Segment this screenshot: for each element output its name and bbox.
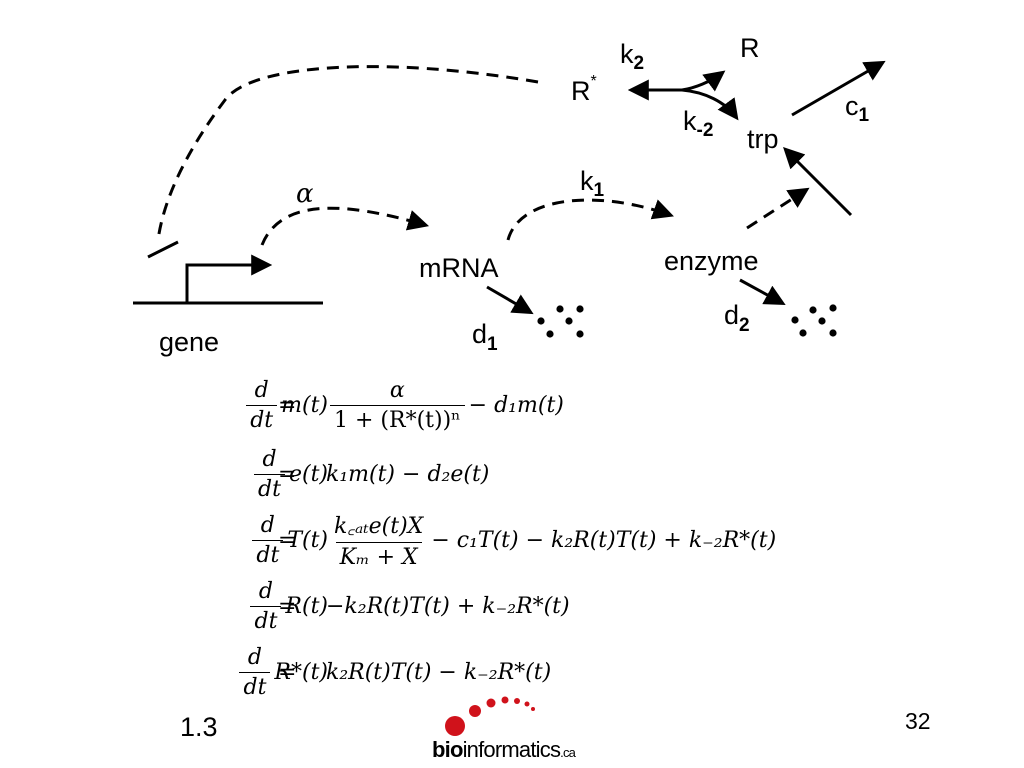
mrna-label: mRNA xyxy=(419,253,499,283)
page-number: 32 xyxy=(905,708,931,734)
enzyme-degradation-dots xyxy=(791,304,837,337)
alpha-label: α xyxy=(296,179,314,209)
mrna-degradation-dots xyxy=(537,305,584,338)
catalysis-arrow xyxy=(746,187,810,230)
binding-arrow-km2 xyxy=(681,88,739,121)
d2-label: d2 xyxy=(724,300,750,336)
repression-line xyxy=(156,65,539,241)
r-star-label: R* xyxy=(571,73,597,106)
binding-arrow-k2 xyxy=(681,70,726,92)
transcription-arrow xyxy=(260,206,430,246)
enzyme-label: enzyme xyxy=(664,246,759,276)
logo-wordmark: bioinformatics.ca xyxy=(432,737,576,762)
k-minus2-label: k-2 xyxy=(683,106,713,141)
d1-label: d1 xyxy=(472,319,498,355)
trp-label: trp xyxy=(747,124,779,154)
enzyme-degradation-arrow xyxy=(739,278,786,306)
bioinformatics-logo-icon xyxy=(445,696,535,736)
section-label: 1.3 xyxy=(180,712,218,742)
k2-label: k2 xyxy=(620,39,644,74)
promoter-arrow xyxy=(185,254,273,303)
r-label: R xyxy=(740,33,760,63)
trp-operon-diagram: α k1 d1 d2 c1 k2 k-2 gene mRNA enzyme tr… xyxy=(133,33,886,357)
c1-label: c1 xyxy=(845,91,870,126)
repression-bar xyxy=(147,240,179,259)
mrna-degradation-arrow xyxy=(486,285,534,315)
gene-label: gene xyxy=(159,327,219,357)
k1-label: k1 xyxy=(580,166,605,201)
trp-synthesis-arrow xyxy=(783,147,853,217)
trp-consumption-arrow xyxy=(791,60,886,117)
translation-arrow xyxy=(506,198,674,241)
